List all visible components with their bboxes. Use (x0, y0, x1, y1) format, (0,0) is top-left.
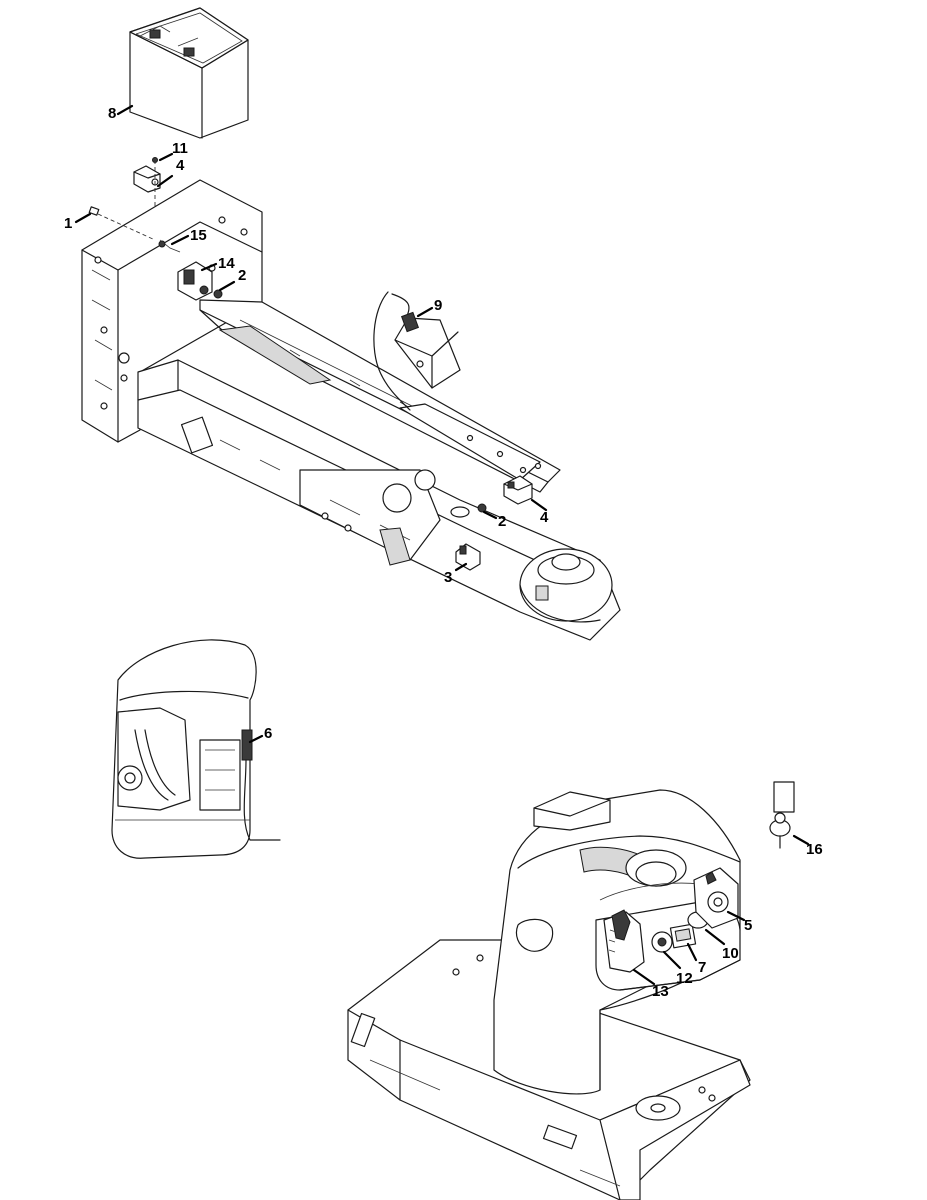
connector-4-right (503, 475, 533, 505)
callout-7: 7 (698, 959, 706, 976)
ignition-key (769, 781, 795, 849)
callout-2-upper: 2 (238, 267, 246, 284)
callout-14: 14 (218, 255, 235, 272)
callout-12: 12 (676, 970, 693, 987)
callout-10: 10 (722, 945, 739, 962)
engine-pulley (519, 548, 613, 623)
callout-4-lower: 4 (540, 509, 549, 526)
callout-15: 15 (190, 227, 207, 244)
safety-switch-bracket (373, 291, 461, 411)
callout-11: 11 (172, 140, 188, 157)
switch-3 (455, 543, 481, 571)
callout-1: 1 (64, 215, 72, 232)
engine-detail (111, 639, 281, 859)
callout-labels: 1 2 2 3 4 4 5 6 7 8 9 10 11 12 13 14 15 … (64, 105, 823, 1000)
callout-4-upper: 4 (176, 157, 185, 174)
callout-9: 9 (434, 297, 442, 314)
battery (129, 7, 249, 139)
callout-8: 8 (108, 105, 116, 122)
callout-2-lower: 2 (498, 513, 506, 530)
tractor-frame (81, 179, 621, 641)
relay-small (133, 165, 161, 193)
callout-5: 5 (744, 917, 752, 934)
starter-solenoid (158, 239, 223, 301)
dash-console (347, 789, 751, 1200)
callout-16: 16 (806, 841, 823, 858)
callout-13: 13 (652, 983, 669, 1000)
callout-3: 3 (444, 569, 452, 586)
leader-lines (74, 104, 810, 986)
screw-1 (88, 206, 156, 241)
callout-6: 6 (264, 725, 272, 742)
nut-2-right (450, 503, 487, 518)
